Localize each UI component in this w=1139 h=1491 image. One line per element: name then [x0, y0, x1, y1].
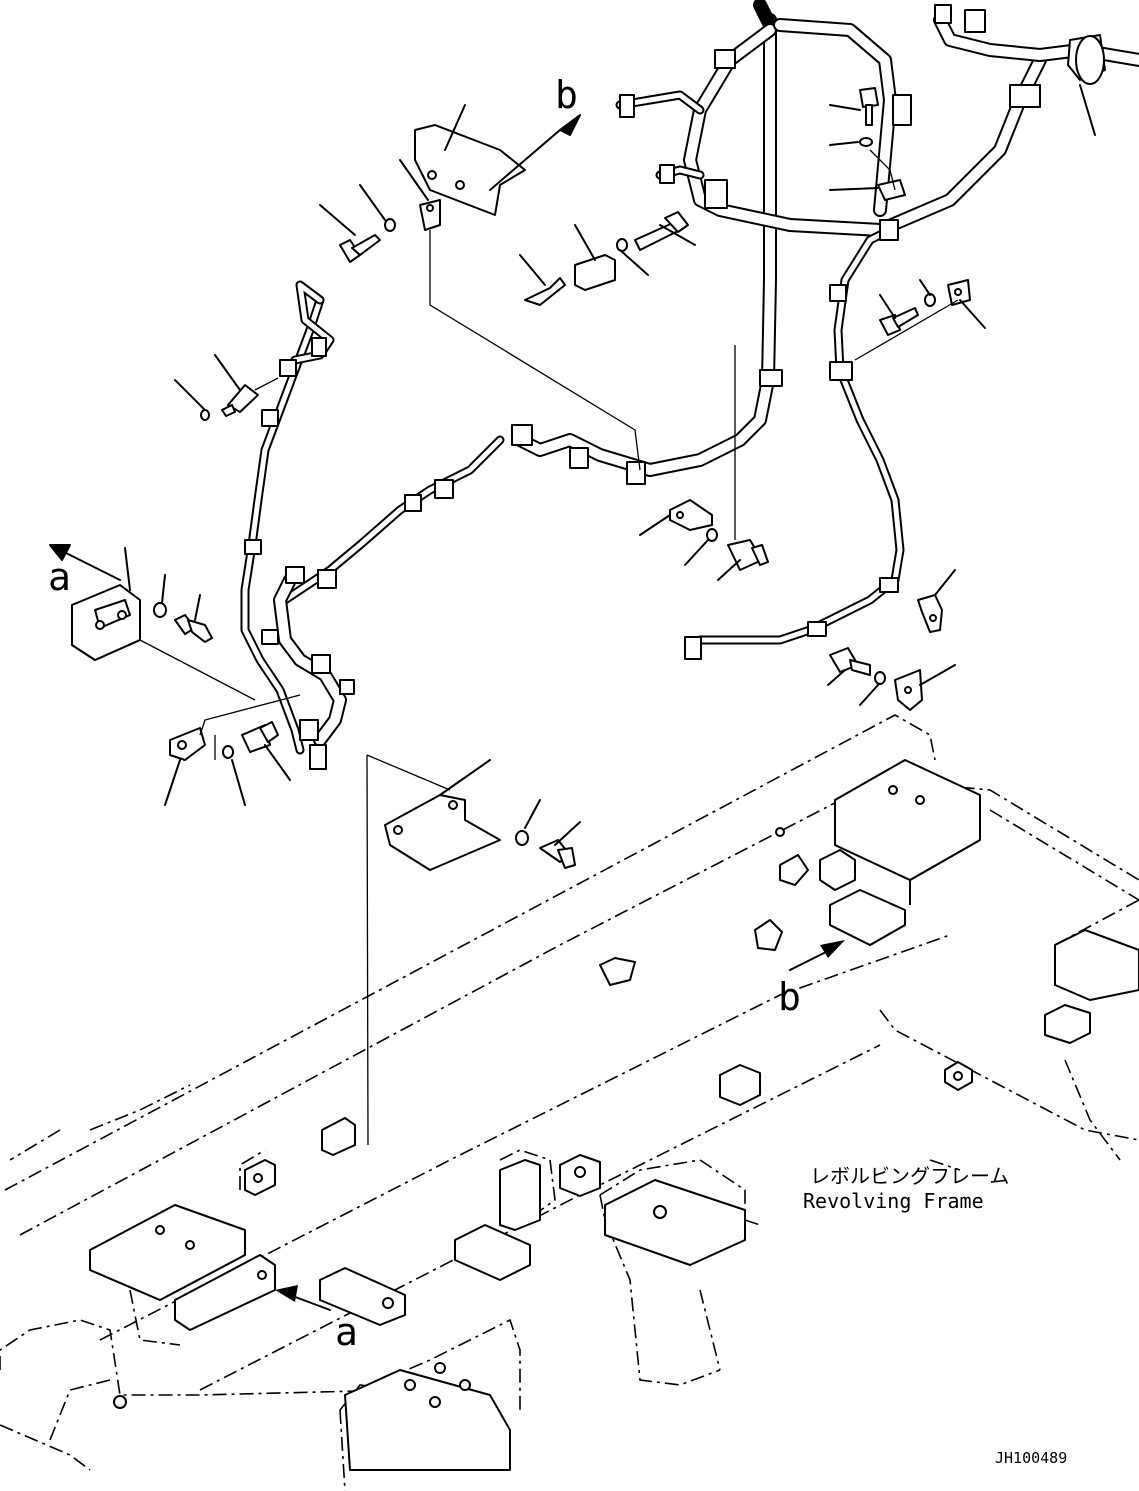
clip-center	[669, 345, 769, 571]
bolt-stack-right	[859, 87, 906, 201]
bracket-b: b	[414, 73, 581, 216]
frame-blocks	[89, 759, 1139, 1471]
label-b-top: b	[555, 73, 578, 117]
bracket-bottom-center	[366, 754, 576, 1146]
harness-clamps	[244, 4, 1106, 770]
revolving-frame-outline	[0, 714, 1139, 1491]
bolt-right-lower	[829, 647, 923, 711]
fitting-left	[200, 377, 279, 421]
label-a-bottom: a	[335, 1310, 358, 1354]
bolt-right-mid	[854, 279, 971, 361]
arrow-a-bottom: a	[275, 1285, 358, 1354]
bolt-1	[339, 199, 641, 471]
clip-lower-left	[169, 694, 301, 761]
drawing-code: JH100489	[995, 1449, 1067, 1467]
label-a-top: a	[48, 555, 71, 599]
frame-label-japanese: レボルビングフレーム	[810, 1164, 1009, 1188]
frame-label-english: Revolving Frame	[803, 1189, 984, 1213]
arrow-b-bottom: b	[778, 940, 845, 1019]
clip-right	[917, 594, 943, 633]
leader-lines	[124, 84, 1096, 846]
label-b-bottom: b	[778, 975, 801, 1019]
bracket-a: a	[48, 544, 256, 701]
